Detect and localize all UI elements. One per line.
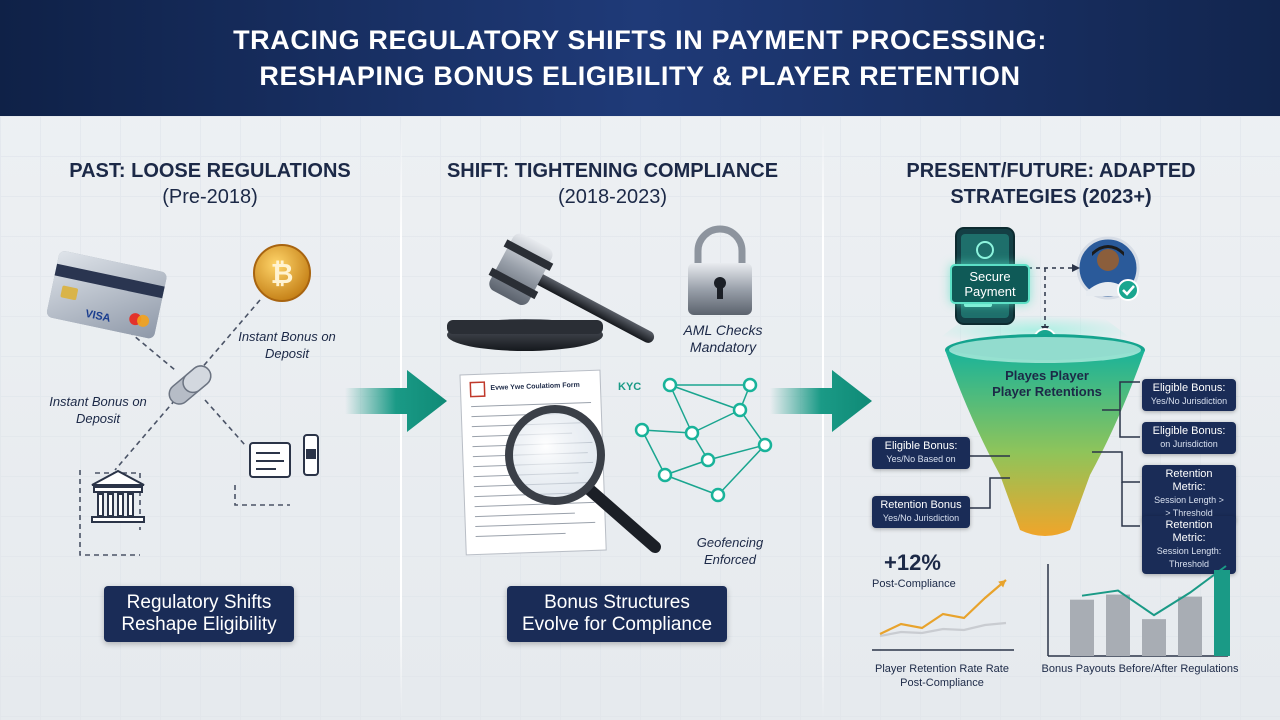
shift-title: SHIFT: TIGHTENING COMPLIANCE (2018-2023) bbox=[446, 160, 779, 208]
svg-text:Evwe Ywe Coulatiom Form: Evwe Ywe Coulatiom Form bbox=[490, 382, 580, 392]
bank-icon bbox=[91, 469, 145, 523]
page-header: TRACING REGULATORY SHIFTS IN PAYMENT PRO… bbox=[0, 0, 1280, 116]
instant-bonus-label-left: Instant Bonus on Deposit bbox=[49, 394, 147, 426]
bitcoin-icon: ₿ bbox=[253, 244, 311, 302]
bar bbox=[1070, 599, 1094, 656]
gavel-icon bbox=[447, 233, 655, 351]
retention-line-chart bbox=[872, 579, 1014, 651]
instant-bonus-label-right: Instant Bonus on Deposit bbox=[238, 329, 336, 361]
secure-payment-badge: Secure Payment bbox=[950, 264, 1030, 304]
magnifier-icon bbox=[505, 405, 661, 553]
bar-chart-caption: Bonus Payouts Before/After Regulations bbox=[1041, 663, 1239, 675]
funnel-label: Playes Player Player Retentions bbox=[992, 368, 1102, 399]
bar bbox=[1106, 594, 1130, 656]
retention-delta-value: +12% bbox=[884, 550, 941, 575]
retention-funnel bbox=[945, 334, 1145, 536]
padlock-icon bbox=[688, 225, 752, 315]
bar bbox=[1214, 570, 1230, 656]
left-box-retention: Retention Bonus Yes/No Jurisdiction bbox=[872, 496, 970, 528]
shift-illustration: Evwe Ywe Coulatiom Form KYC bbox=[447, 225, 773, 556]
right-box-3: Retention Metric: Session Length > > Thr… bbox=[1142, 465, 1236, 523]
bonus-payouts-bar-chart bbox=[1047, 564, 1230, 657]
geofencing-label: Geofencing Enforced bbox=[696, 535, 764, 567]
retention-delta-label: Post-Compliance bbox=[872, 578, 956, 590]
page-title-line2: RESHAPING BONUS ELIGIBILITY & PLAYER RET… bbox=[259, 61, 1021, 91]
avatar bbox=[1076, 236, 1140, 301]
shift-summary-pill: Bonus Structures Evolve for Compliance bbox=[507, 586, 727, 642]
right-box-1: Eligible Bonus: Yes/No Jurisdiction bbox=[1142, 379, 1236, 411]
aml-label: AML Checks Mandatory bbox=[683, 322, 763, 355]
credit-card-icon: VISA bbox=[46, 251, 167, 339]
column-divider bbox=[400, 120, 402, 720]
trend-arrowhead bbox=[998, 580, 1006, 588]
past-title: PAST: LOOSE REGULATIONS (Pre-2018) bbox=[69, 160, 351, 208]
right-box-4: Retention Metric: Session Length: Thresh… bbox=[1142, 516, 1236, 574]
link-capsule-icon bbox=[168, 365, 212, 405]
series-line bbox=[879, 579, 1007, 635]
left-box-eligible: Eligible Bonus: Yes/No Based on bbox=[872, 437, 970, 469]
server-icon bbox=[249, 434, 319, 478]
trend-line bbox=[1081, 565, 1227, 617]
bar bbox=[1142, 619, 1166, 656]
card-brand: VISA bbox=[84, 308, 112, 325]
svg-text:₿: ₿ bbox=[271, 257, 294, 290]
kyc-tag: KYC bbox=[618, 381, 641, 393]
page-title-line1: TRACING REGULATORY SHIFTS IN PAYMENT PRO… bbox=[233, 25, 1047, 55]
arrow-right-icon bbox=[345, 370, 447, 432]
bar bbox=[1178, 596, 1202, 656]
past-summary-pill: Regulatory Shifts Reshape Eligibility bbox=[104, 586, 294, 642]
present-title: PRESENT/FUTURE: ADAPTED STRATEGIES (2023… bbox=[906, 160, 1196, 208]
series-line bbox=[879, 621, 1007, 638]
column-divider bbox=[822, 120, 824, 720]
line-chart-caption: Player Retention Rate Rate Post-Complian… bbox=[875, 663, 1009, 689]
arrow-right-icon bbox=[770, 370, 872, 432]
right-box-2: Eligible Bonus: on Jurisdiction bbox=[1142, 422, 1236, 454]
past-illustration: VISA ₿ bbox=[46, 244, 319, 556]
